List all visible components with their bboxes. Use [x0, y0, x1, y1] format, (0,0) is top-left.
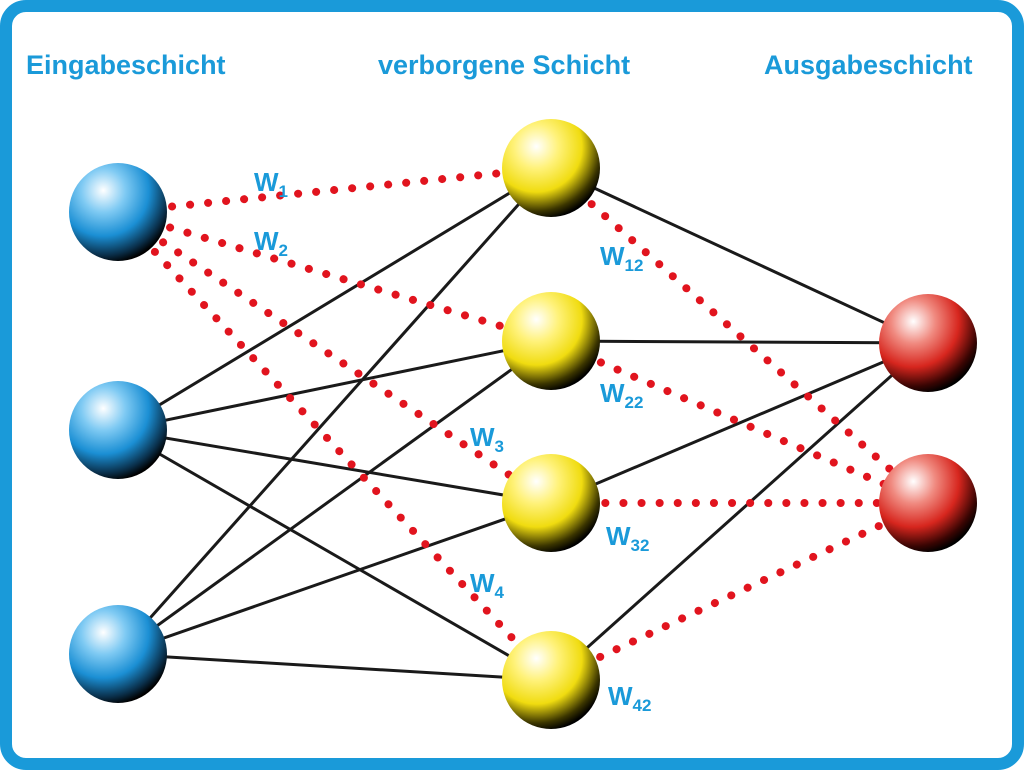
weighted-line-h4-out2	[547, 499, 932, 684]
weight-label-w3: W3	[470, 422, 504, 456]
weighted-line-h1-out2	[547, 164, 932, 507]
weight-label-w12: W12	[600, 241, 643, 275]
weighted-line-h2-out2	[547, 337, 932, 507]
connection-lines	[116, 166, 929, 682]
connection-line-h4-out1	[550, 341, 929, 682]
weight-label-w1: W1	[254, 167, 288, 201]
connection-line-h2-out1	[550, 339, 929, 345]
connection-line-in2-h3	[117, 428, 552, 505]
connection-line-in2-h4	[117, 428, 552, 682]
nodes	[69, 119, 977, 729]
hidden-layer-title: verborgene Schicht	[378, 50, 631, 80]
hidden-node-2	[502, 292, 600, 390]
input-node-3	[69, 605, 167, 703]
output-layer-title: Ausgabeschicht	[764, 50, 973, 80]
hidden-node-3	[502, 454, 600, 552]
hidden-node-1	[502, 119, 600, 217]
weight-label-w2: W2	[254, 226, 288, 260]
weighted-line-in1-h1	[114, 164, 555, 216]
hidden-node-4	[502, 631, 600, 729]
connection-line-in3-h3	[117, 501, 552, 656]
weight-label-w42: W42	[608, 681, 651, 715]
weighted-connection-lines	[114, 164, 932, 684]
input-node-1	[69, 163, 167, 261]
weight-label-w4: W4	[470, 568, 505, 602]
output-node-2	[879, 454, 977, 552]
connection-line-h1-out1	[550, 166, 929, 345]
connection-line-in2-h1	[117, 166, 552, 432]
input-layer-title: Eingabeschicht	[26, 50, 226, 80]
output-node-1	[879, 294, 977, 392]
input-node-2	[69, 381, 167, 479]
weighted-line-in1-h4	[114, 208, 555, 684]
weighted-line-in1-h3	[114, 208, 555, 507]
weight-label-w32: W32	[606, 521, 649, 555]
weighted-line-in1-h2	[114, 208, 555, 345]
connection-line-in2-h2	[117, 339, 552, 432]
weight-label-w22: W22	[600, 378, 643, 412]
weight-labels: W1 W2 W3 W4 W12 W22 W32 W42	[254, 167, 651, 715]
connection-line-h3-out1	[550, 341, 929, 505]
connection-line-in3-h4	[117, 652, 552, 682]
connection-line-in3-h1	[116, 167, 553, 655]
connection-line-in3-h2	[117, 339, 552, 656]
